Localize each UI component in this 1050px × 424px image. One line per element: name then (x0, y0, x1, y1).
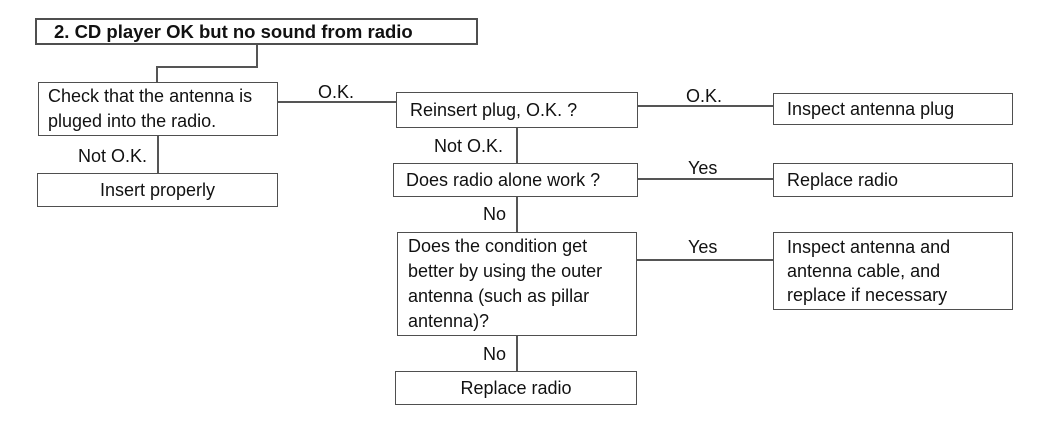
connector-reinsert-to-radio-alone (516, 128, 518, 163)
connector-radio-alone-to-replace (638, 178, 773, 180)
node-title-text: 2. CD player OK but no sound from radio (54, 21, 413, 42)
node-reinsert-plug-text: Reinsert plug, O.K. ? (410, 99, 578, 120)
edge-label-ok-second: O.K. (686, 86, 723, 106)
connector-condition-to-replace-bottom (516, 336, 518, 371)
edge-label-no-second: No (483, 344, 507, 364)
edge-label-not-ok-first: Not O.K. (78, 146, 148, 166)
connector-title-horizontal (156, 66, 258, 68)
node-does-radio-alone-work: Does radio alone work ? (393, 163, 638, 197)
node-check-antenna-line1: Check that the antenna is (48, 86, 253, 106)
node-does-radio-alone-work-text: Does radio alone work ? (406, 169, 601, 190)
node-replace-radio-right-text: Replace radio (787, 169, 899, 190)
connector-check-to-insert (157, 136, 159, 173)
connector-check-to-reinsert (278, 101, 396, 103)
node-condition-outer-antenna-line2: better by using the outer (408, 261, 603, 281)
connector-condition-to-inspect-cable (637, 259, 773, 261)
node-replace-radio-right: Replace radio (773, 163, 1013, 197)
node-title: 2. CD player OK but no sound from radio (35, 18, 478, 45)
node-condition-outer-antenna-line4: antenna)? (408, 311, 490, 331)
connector-title-into-check (156, 66, 158, 82)
node-replace-radio-bottom: Replace radio (395, 371, 637, 405)
edge-label-ok-first: O.K. (318, 82, 355, 102)
edge-label-yes-second: Yes (688, 237, 718, 257)
node-condition-outer-antenna: Does the condition get better by using t… (397, 232, 637, 336)
node-insert-properly: Insert properly (37, 173, 278, 207)
connector-radio-alone-to-condition (516, 197, 518, 232)
node-inspect-antenna-plug: Inspect antenna plug (773, 93, 1013, 125)
node-inspect-antenna-cable-line1: Inspect antenna and (787, 237, 951, 257)
node-inspect-antenna-cable: Inspect antenna and antenna cable, and r… (773, 232, 1013, 310)
edge-label-yes-first: Yes (688, 158, 718, 178)
node-reinsert-plug: Reinsert plug, O.K. ? (396, 92, 638, 128)
node-inspect-antenna-plug-text: Inspect antenna plug (787, 98, 955, 119)
connector-reinsert-to-inspect-plug (638, 105, 773, 107)
node-inspect-antenna-cable-line3: replace if necessary (787, 285, 948, 305)
node-inspect-antenna-cable-line2: antenna cable, and (787, 261, 941, 281)
connector-title-drop (256, 45, 258, 67)
node-insert-properly-text: Insert properly (99, 179, 216, 200)
node-check-antenna: Check that the antenna is pluged into th… (38, 82, 278, 136)
node-replace-radio-bottom-text: Replace radio (460, 377, 572, 398)
node-condition-outer-antenna-line1: Does the condition get (408, 236, 588, 256)
edge-label-no-first: No (483, 204, 507, 224)
node-condition-outer-antenna-line3: antenna (such as pillar (408, 286, 590, 306)
edge-label-not-ok-second: Not O.K. (434, 136, 504, 156)
node-check-antenna-line2: pluged into the radio. (48, 111, 217, 131)
